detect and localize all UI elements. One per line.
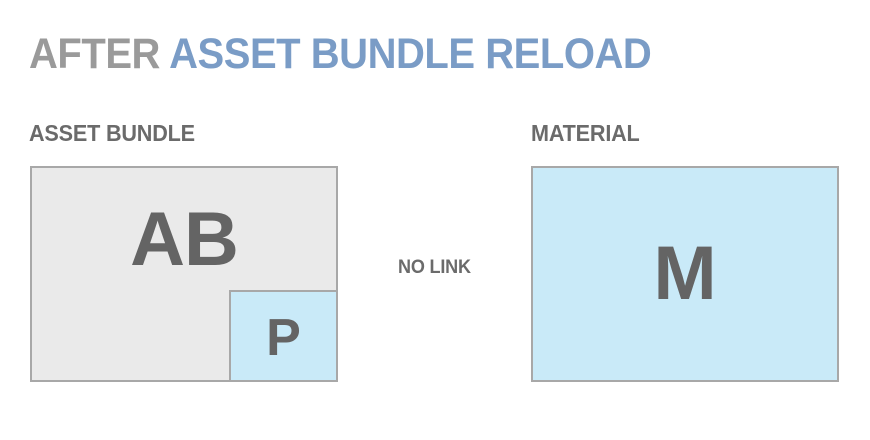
page-title-prefix: AFTER <box>29 30 170 78</box>
material-box[interactable]: M <box>531 166 839 382</box>
prefab-box[interactable]: P <box>229 290 338 382</box>
material-section-label: MATERIAL <box>531 120 640 146</box>
material-glyph: M <box>653 231 717 316</box>
no-link-label: NO LINK <box>398 257 471 278</box>
asset-bundle-box[interactable]: AB <box>30 166 338 382</box>
asset-bundle-section-label: ASSET BUNDLE <box>29 120 195 146</box>
page-title-highlight: ASSET BUNDLE RELOAD <box>169 30 652 78</box>
page-title: AFTER ASSET BUNDLE RELOAD <box>29 30 652 78</box>
asset-bundle-glyph: AB <box>130 197 239 283</box>
prefab-glyph: P <box>266 308 301 367</box>
